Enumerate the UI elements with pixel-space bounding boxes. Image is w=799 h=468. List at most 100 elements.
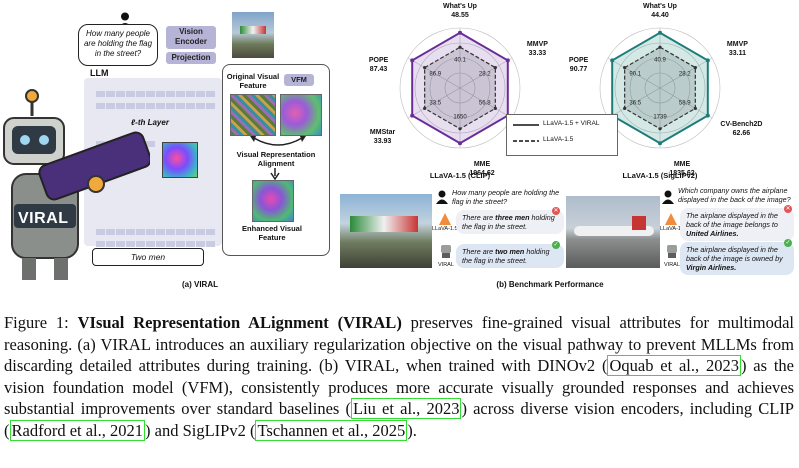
baseline-data-point <box>658 45 662 49</box>
viral-value-label: 1835.62 <box>669 170 694 177</box>
vfm-box: VFM <box>284 74 314 86</box>
baseline-data-point <box>423 106 427 110</box>
original-feature-label: Original Visual Feature <box>226 72 280 90</box>
viral-data-point <box>610 58 615 63</box>
panel-a-caption: (a) VIRAL <box>182 280 218 289</box>
radar-spoke <box>407 87 461 119</box>
legend-viral-label: LLaVA-1.5 + VIRAL <box>543 120 600 127</box>
citation-link[interactable]: Radford et al., 2021 <box>9 419 146 441</box>
baseline-data-point <box>458 127 462 131</box>
caption-title: VIsual Representation ALignment (VIRAL) <box>77 313 402 332</box>
viral-value-label: 44.40 <box>651 12 669 19</box>
viral-value-label: 90.77 <box>570 66 588 73</box>
axis-label: MMStar <box>370 129 396 136</box>
baseline-data-point <box>693 106 697 110</box>
viral-value-label: 33.11 <box>729 50 746 57</box>
viral-robot-icon <box>667 245 677 258</box>
radar-spoke <box>459 87 513 119</box>
example-left-question: How many people are holding the flag in … <box>452 188 560 206</box>
citation-link[interactable]: Tschannen et al., 2025 <box>255 419 408 441</box>
axis-label: POPE <box>569 57 589 64</box>
layer-label: ℓ-th Layer <box>131 118 169 127</box>
radar-spoke <box>607 57 661 89</box>
original-feature-map <box>230 94 276 136</box>
baseline-value-label: 28.2 <box>479 72 491 78</box>
token-row <box>96 84 216 102</box>
legend-base-label: LLaVA-1.5 <box>543 136 574 143</box>
axis-label: MMVP <box>527 41 548 48</box>
robot-mascot <box>3 89 150 280</box>
chart-legend: LLaVA-1.5 + VIRAL LLaVA-1.5 <box>506 114 618 156</box>
llava-answer-left: There are three men holding the flag in … <box>456 210 564 234</box>
correct-icon: ✓ <box>784 239 792 247</box>
question-bubble: How many people are holding the flag in … <box>78 24 158 66</box>
curved-arrow-icon <box>250 136 306 146</box>
baseline-value-label: 86.9 <box>429 72 441 78</box>
citation-link[interactable]: Liu et al., 2023 <box>350 398 462 420</box>
viral-value-label: 33.93 <box>374 138 392 145</box>
viral-data-point <box>458 30 462 35</box>
answer-text: Two men <box>130 252 166 262</box>
viral-data-point <box>410 113 415 118</box>
radar-spoke <box>659 87 713 119</box>
axis-label: MME <box>674 161 691 168</box>
viral-robot-icon <box>441 245 451 258</box>
llm-label: LLM <box>90 68 109 78</box>
chart-title: LLaVA-1.5 (CLIP) <box>430 171 491 180</box>
wrong-icon: ✕ <box>784 205 792 213</box>
answer-box: Two men <box>92 248 204 266</box>
viral-data-point <box>505 58 510 63</box>
viral-data-point <box>658 30 662 35</box>
baseline-data-point <box>658 127 662 131</box>
user-icon <box>436 190 448 204</box>
robot-badge-text: VIRAL <box>18 210 69 227</box>
viral-data-point <box>705 113 710 118</box>
arrow-down-icon <box>270 168 280 180</box>
caption-label: Figure 1: <box>4 313 78 332</box>
viral-value-label: 62.66 <box>733 130 751 137</box>
viral-value-label: 87.43 <box>370 66 388 73</box>
llava-answer-right: The airplane displayed in the back of th… <box>680 208 794 241</box>
axis-label: CV-Bench2D <box>720 121 762 128</box>
baseline-value-label: 40.9 <box>654 57 666 63</box>
axis-label: POPE <box>369 57 389 64</box>
axis-label: What's Up <box>643 3 677 10</box>
baseline-value-label: 56.8 <box>479 100 491 106</box>
baseline-value-label: 90.1 <box>629 72 641 78</box>
radar-charts: 40.1 28.2 56.8 1650 33.5 86.9 What's Up 48.55MM… <box>369 3 763 180</box>
chart-title: LLaVA-1.5 (SigLIPv2) <box>623 171 698 180</box>
llava-logo-icon <box>439 213 451 225</box>
wrong-icon: ✕ <box>552 207 560 215</box>
vision-encoder-box: Vision Encoder <box>166 26 216 49</box>
baseline-data-point <box>493 66 497 70</box>
baseline-value-label: 33.5 <box>429 100 441 106</box>
legend-dashed-line <box>513 140 539 142</box>
radar-spoke <box>459 57 513 89</box>
citation-link[interactable]: Oquab et al., 2023 <box>607 355 741 377</box>
viral-label: VIRAL <box>664 262 680 268</box>
example-airplane-photo <box>566 196 660 268</box>
baseline-data-point <box>493 106 497 110</box>
baseline-value-label: 1650 <box>453 115 467 121</box>
viral-value-label: 48.55 <box>451 12 469 19</box>
baseline-value-label: 40.1 <box>454 57 466 63</box>
token-row <box>96 96 216 114</box>
viral-label: VIRAL <box>438 262 454 268</box>
baseline-value-label: 36.5 <box>629 100 641 106</box>
input-image-thumbnail <box>232 12 274 58</box>
example-right-question: Which company owns the airplane displaye… <box>678 186 791 204</box>
panel-b-caption: (b) Benchmark Performance <box>496 280 604 289</box>
baseline-data-point <box>693 66 697 70</box>
viral-data-point <box>458 141 462 146</box>
viral-value-label: 33.33 <box>529 50 547 57</box>
projection-box: Projection <box>166 52 216 64</box>
radar-spoke <box>607 87 661 119</box>
token-row <box>96 234 216 252</box>
layer-feature-map <box>162 142 198 178</box>
baseline-value-label: 58.9 <box>679 100 691 106</box>
figure-caption: Figure 1: VIsual Representation ALignmen… <box>4 313 794 441</box>
llava-label: LLaVA-1.5 <box>660 226 686 232</box>
enhanced-feature-map <box>252 180 294 222</box>
viral-data-point <box>410 58 415 63</box>
baseline-data-point <box>458 45 462 49</box>
